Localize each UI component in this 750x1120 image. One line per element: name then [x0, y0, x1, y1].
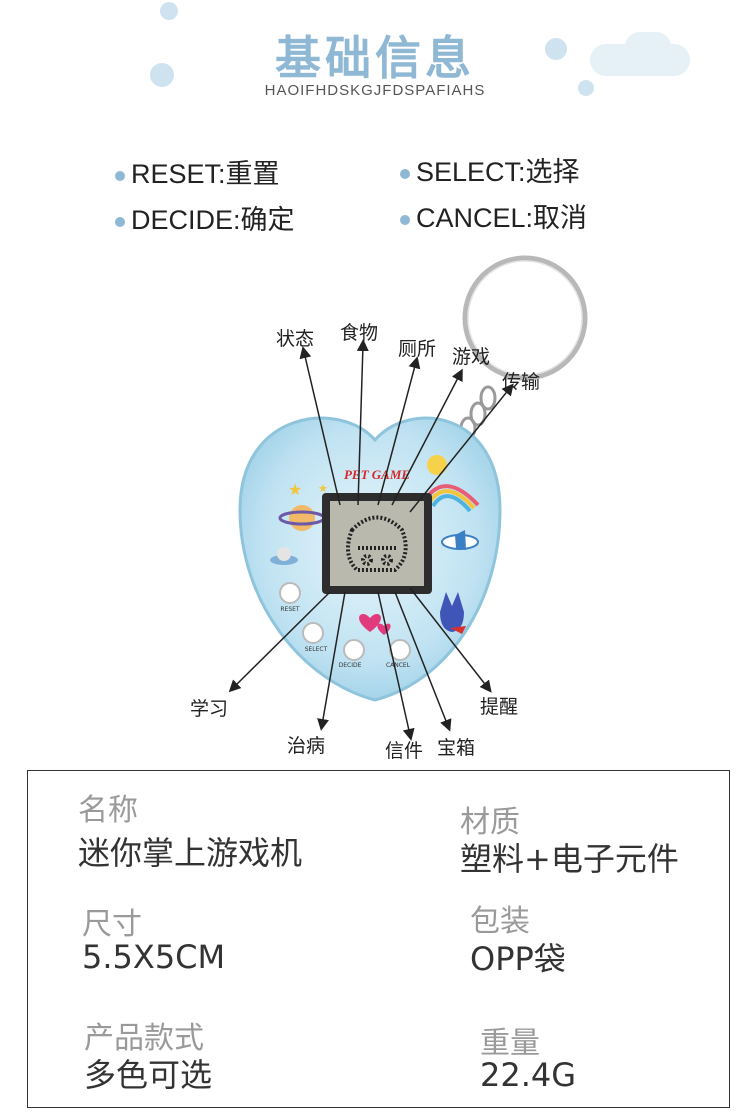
control-text: DECIDE:确定 [131, 205, 295, 235]
sun-icon [427, 455, 447, 475]
control-text: SELECT:选择 [416, 157, 580, 187]
keyring-icon [459, 255, 588, 440]
callout-food: 食物 [340, 322, 379, 344]
heart-icon [359, 613, 381, 632]
star-icon: ★ [288, 480, 302, 499]
arrow-game [391, 368, 463, 506]
page-subtitle: HAOIFHDSKGJFDSPAFIAHS [264, 82, 486, 99]
bullet-icon [115, 170, 125, 181]
callout-cure: 治病 [287, 735, 326, 757]
control-decide: DECIDE:确定 [115, 198, 295, 237]
spec-label-style: 产品款式 [84, 1021, 204, 1056]
decor-cloud [625, 32, 671, 62]
rabbit-icon [440, 592, 464, 632]
button-select-label: SELECT [305, 646, 328, 653]
spec-value-size: 5.5X5CM [82, 938, 226, 976]
star-icon: ★ [318, 482, 328, 495]
callout-status: 状态 [276, 328, 315, 350]
device-illustration: PET GAME ★ ★ RESET SELECT DECIDE CANCEL [228, 255, 588, 741]
callout-study: 学习 [190, 698, 229, 720]
spec-value-material: 塑料+电子元件 [460, 840, 679, 878]
arrow-study [228, 591, 331, 693]
spec-value-package: OPP袋 [470, 940, 566, 978]
arrow-toilet [377, 356, 421, 506]
arrow-treasure [394, 591, 452, 732]
bullet-icon [400, 168, 410, 179]
callout-game: 游戏 [452, 346, 491, 368]
arrow-status [299, 346, 341, 506]
spec-label-package: 包装 [470, 904, 530, 939]
spec-value-name: 迷你掌上游戏机 [78, 834, 303, 872]
bullet-icon [400, 214, 410, 225]
brand-text: PET GAME [344, 467, 410, 482]
decor-dot [545, 38, 567, 60]
control-select: SELECT:选择 [400, 150, 580, 189]
spec-value-weight: 22.4G [480, 1056, 577, 1094]
button-reset-label: RESET [280, 606, 300, 613]
control-reset: RESET:重置 [115, 152, 280, 191]
button-cancel-label: CANCEL [386, 662, 411, 669]
bullet-icon [115, 216, 125, 227]
heart-icon [377, 623, 391, 635]
callout-mail: 信件 [385, 740, 424, 762]
arrow-cure [317, 591, 346, 731]
button-decide: DECIDE [339, 639, 365, 669]
arrow-remind [409, 587, 492, 693]
button-decide-label: DECIDE [339, 662, 362, 669]
button-select: SELECT [302, 622, 328, 653]
arrow-mail [377, 591, 415, 741]
control-text: RESET:重置 [131, 159, 280, 189]
button-reset: RESET [279, 582, 301, 613]
spec-label-material: 材质 [460, 805, 520, 840]
planet-icon [289, 505, 315, 531]
callout-treasure: 宝箱 [437, 737, 476, 759]
control-cancel: CANCEL:取消 [400, 196, 587, 235]
control-text: CANCEL:取消 [416, 203, 588, 233]
arrow-transfer [409, 383, 514, 513]
spec-label-name: 名称 [78, 793, 138, 828]
spec-value-style: 多色可选 [84, 1056, 213, 1094]
decor-dot [150, 63, 174, 87]
callout-toilet: 厕所 [398, 338, 437, 360]
page-title: 基础信息 [275, 31, 475, 85]
spec-table [27, 770, 730, 1108]
decor-dot [578, 80, 594, 96]
decor-dot [160, 2, 178, 20]
spec-label-size: 尺寸 [82, 907, 142, 942]
arrow-food [356, 339, 369, 506]
callout-remind: 提醒 [480, 696, 519, 718]
button-cancel: CANCEL [386, 639, 411, 669]
callout-transfer: 传输 [502, 371, 541, 393]
spec-label-weight: 重量 [480, 1026, 540, 1061]
pet-sprite-icon [346, 515, 408, 572]
